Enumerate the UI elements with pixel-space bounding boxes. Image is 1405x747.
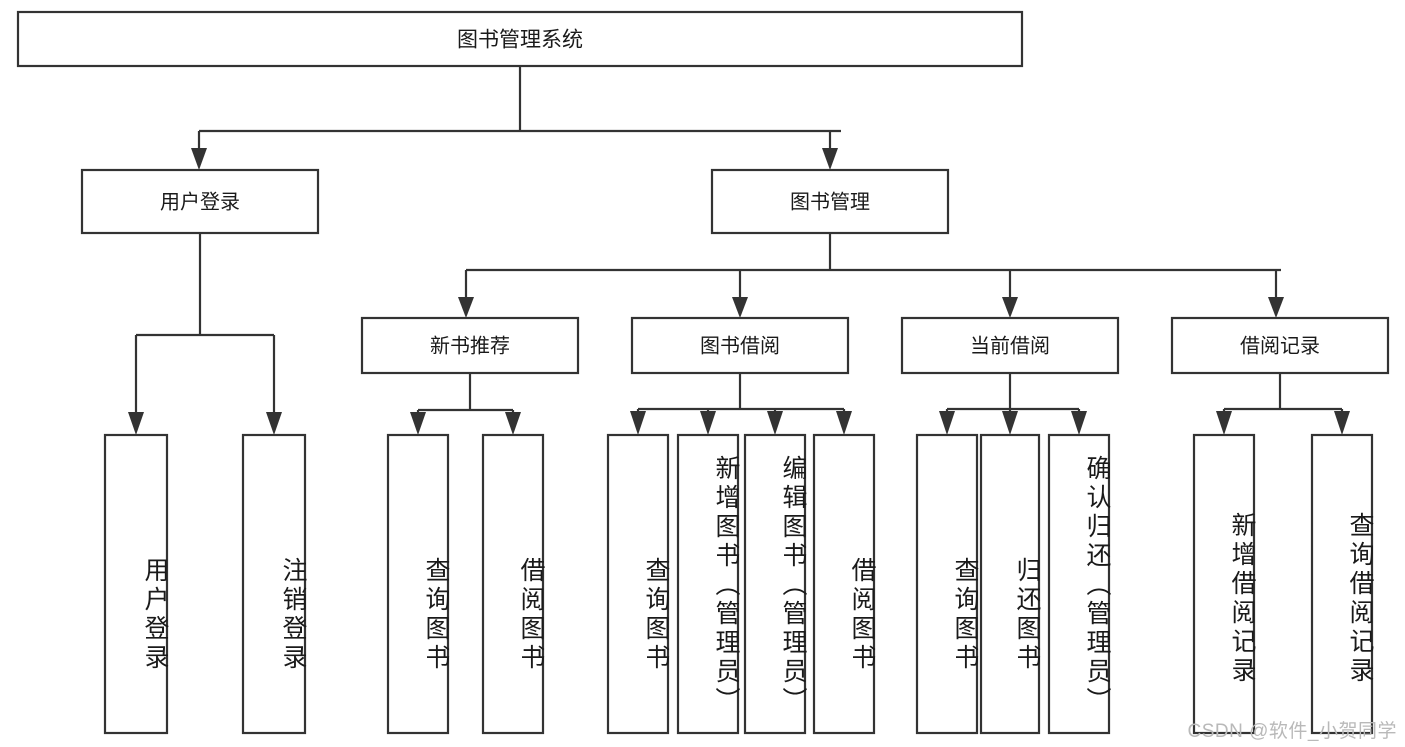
node-borrow-record[interactable]: 借阅记录	[1170, 316, 1390, 375]
node-book-borrow-box[interactable]	[630, 316, 850, 375]
leaf-box-return-book[interactable]	[979, 433, 1041, 735]
node-book-borrow[interactable]: 图书借阅	[630, 316, 850, 375]
leaf-box-logout[interactable]	[241, 433, 307, 735]
leaf-box-confirm-return-admin[interactable]	[1047, 433, 1111, 735]
leaf-box-add-book-admin[interactable]	[676, 433, 740, 735]
arrow-record-leaf-2	[1334, 411, 1350, 435]
node-user-login-label: 用户登录	[160, 190, 240, 213]
watermark: CSDN @软件_小贺同学	[1187, 721, 1397, 742]
node-book-management-box[interactable]	[710, 168, 950, 235]
node-borrow-record-box[interactable]	[1170, 316, 1390, 375]
arrow-current-leaf-3	[1071, 411, 1087, 435]
arrow-current-leaf-1	[939, 411, 955, 435]
arrow-newbook-leaf-1	[410, 412, 426, 435]
arrow-record-leaf-1	[1216, 411, 1232, 435]
node-root[interactable]: 图书管理系统	[16, 10, 1024, 68]
node-new-book-recommend[interactable]: 新书推荐	[360, 316, 580, 375]
arrow-bookmgmt-to-newbook	[458, 297, 474, 318]
node-book-management[interactable]: 图书管理	[710, 168, 950, 235]
leaf-box-add-borrow-record[interactable]	[1192, 433, 1256, 735]
leaf-box-user-login[interactable]	[103, 433, 169, 735]
leaf-box-borrow-book-bb[interactable]	[812, 433, 876, 735]
arrow-login-leaf-1	[128, 412, 144, 435]
arrow-borrow-leaf-4	[836, 411, 852, 435]
leaf-box-borrow-book-nb[interactable]	[481, 433, 545, 735]
leaf-box-query-borrow-record[interactable]	[1310, 433, 1374, 735]
leaf-box-query-book-nb[interactable]	[386, 433, 450, 735]
node-root-label: 图书管理系统	[457, 29, 583, 52]
node-current-borrow-box[interactable]	[900, 316, 1120, 375]
leaf-box-edit-book-admin[interactable]	[743, 433, 807, 735]
arrow-root-to-login	[191, 148, 207, 170]
arrow-bookmgmt-to-current	[1002, 297, 1018, 318]
arrow-borrow-leaf-1	[630, 411, 646, 435]
node-book-management-label: 图书管理	[790, 190, 870, 213]
arrow-bookmgmt-to-borrow	[732, 297, 748, 318]
node-current-borrow-label: 当前借阅	[970, 334, 1050, 357]
arrow-borrow-leaf-2	[700, 411, 716, 435]
node-book-borrow-label: 图书借阅	[700, 334, 780, 357]
leaf-box-query-book-cb[interactable]	[915, 433, 979, 735]
arrow-newbook-leaf-2	[505, 412, 521, 435]
arrow-root-to-bookmgmt	[822, 148, 838, 170]
node-borrow-record-label: 借阅记录	[1240, 334, 1320, 357]
leaf-box-query-book-bb[interactable]	[606, 433, 670, 735]
arrow-login-leaf-2	[266, 412, 282, 435]
node-current-borrow[interactable]: 当前借阅	[900, 316, 1120, 375]
node-user-login[interactable]: 用户登录	[80, 168, 320, 235]
node-new-book-recommend-box[interactable]	[360, 316, 580, 375]
arrow-current-leaf-2	[1002, 411, 1018, 435]
node-root-box[interactable]	[16, 10, 1024, 68]
node-new-book-recommend-label: 新书推荐	[430, 334, 510, 357]
arrow-bookmgmt-to-record	[1268, 297, 1284, 318]
arrow-borrow-leaf-3	[767, 411, 783, 435]
